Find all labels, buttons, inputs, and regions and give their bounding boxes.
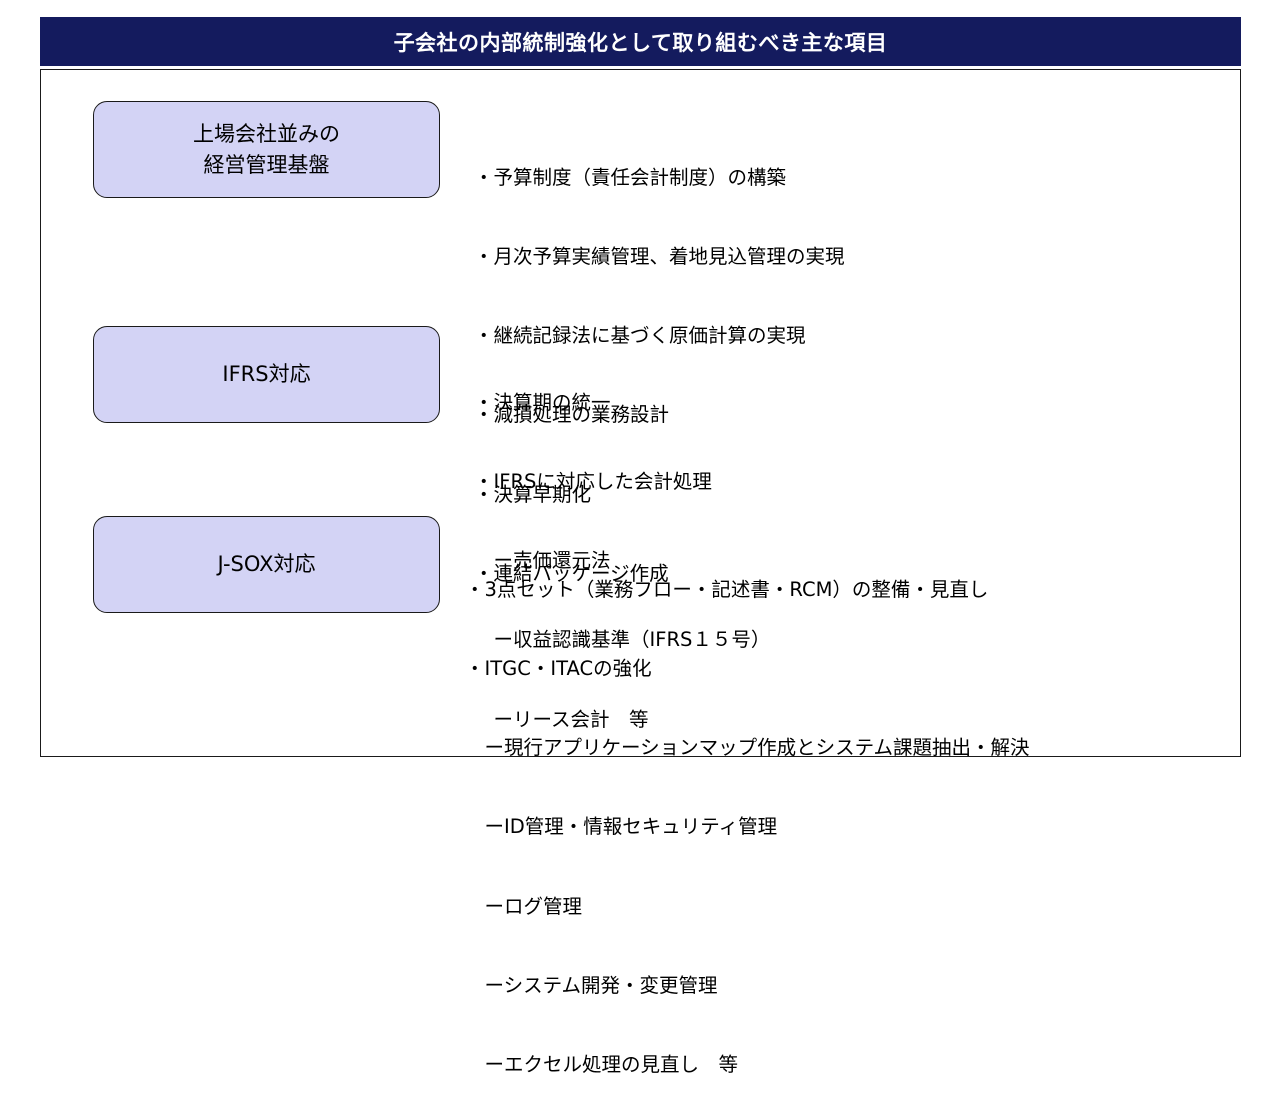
list-item: ・継続記録法に基づく原価計算の実現 [474, 324, 806, 348]
list-item: ーログ管理 [465, 894, 583, 918]
list-item: ・月次予算実績管理、着地見込管理の実現 [474, 245, 845, 269]
item-list-ifrs: ・決算期の統一 ・IFRSに対応した会計処理 ー売価還元法 ー収益認識基準（IF… [474, 337, 770, 760]
list-item: ー売価還元法 [474, 549, 611, 573]
category-box-ifrs: IFRS対応 [93, 326, 440, 423]
list-item: ーシステム開発・変更管理 [465, 973, 718, 997]
list-item: ー収益認識基準（IFRS１５号） [474, 628, 771, 652]
category-box-management-base: 上場会社並みの 経営管理基盤 [93, 101, 440, 198]
list-item: ーID管理・情報セキュリティ管理 [465, 815, 778, 839]
list-item: ・IFRSに対応した会計処理 [474, 470, 712, 494]
list-item: ーエクセル処理の見直し 等 [465, 1053, 739, 1077]
list-item: ・ITGC・ITACの強化 [465, 657, 652, 681]
page-title: 子会社の内部統制強化として取り組むべき主な項目 [40, 17, 1241, 66]
list-item: ・連結パッケージ作成 [474, 561, 669, 585]
content-frame [40, 69, 1241, 757]
list-item: ーリース会計 等 [474, 707, 649, 731]
item-list-management-base: ・予算制度（責任会計制度）の構築 ・月次予算実績管理、着地見込管理の実現 ・継続… [474, 112, 845, 614]
list-item: ・3点セット（業務フロー・記述書・RCM）の整備・見直し [465, 577, 989, 601]
list-item: ・決算期の統一 [474, 390, 611, 414]
list-item: ・決算早期化 [474, 482, 592, 506]
list-item: ー現行アプリケーションマップ作成とシステム課題抽出・解決 [465, 736, 1030, 760]
category-box-jsox: J-SOX対応 [93, 516, 440, 613]
item-list-jsox: ・3点セット（業務フロー・記述書・RCM）の整備・見直し ・ITGC・ITACの… [465, 524, 1030, 1105]
list-item: ・減損処理の業務設計 [474, 403, 670, 427]
list-item: ・予算制度（責任会計制度）の構築 [474, 165, 787, 189]
